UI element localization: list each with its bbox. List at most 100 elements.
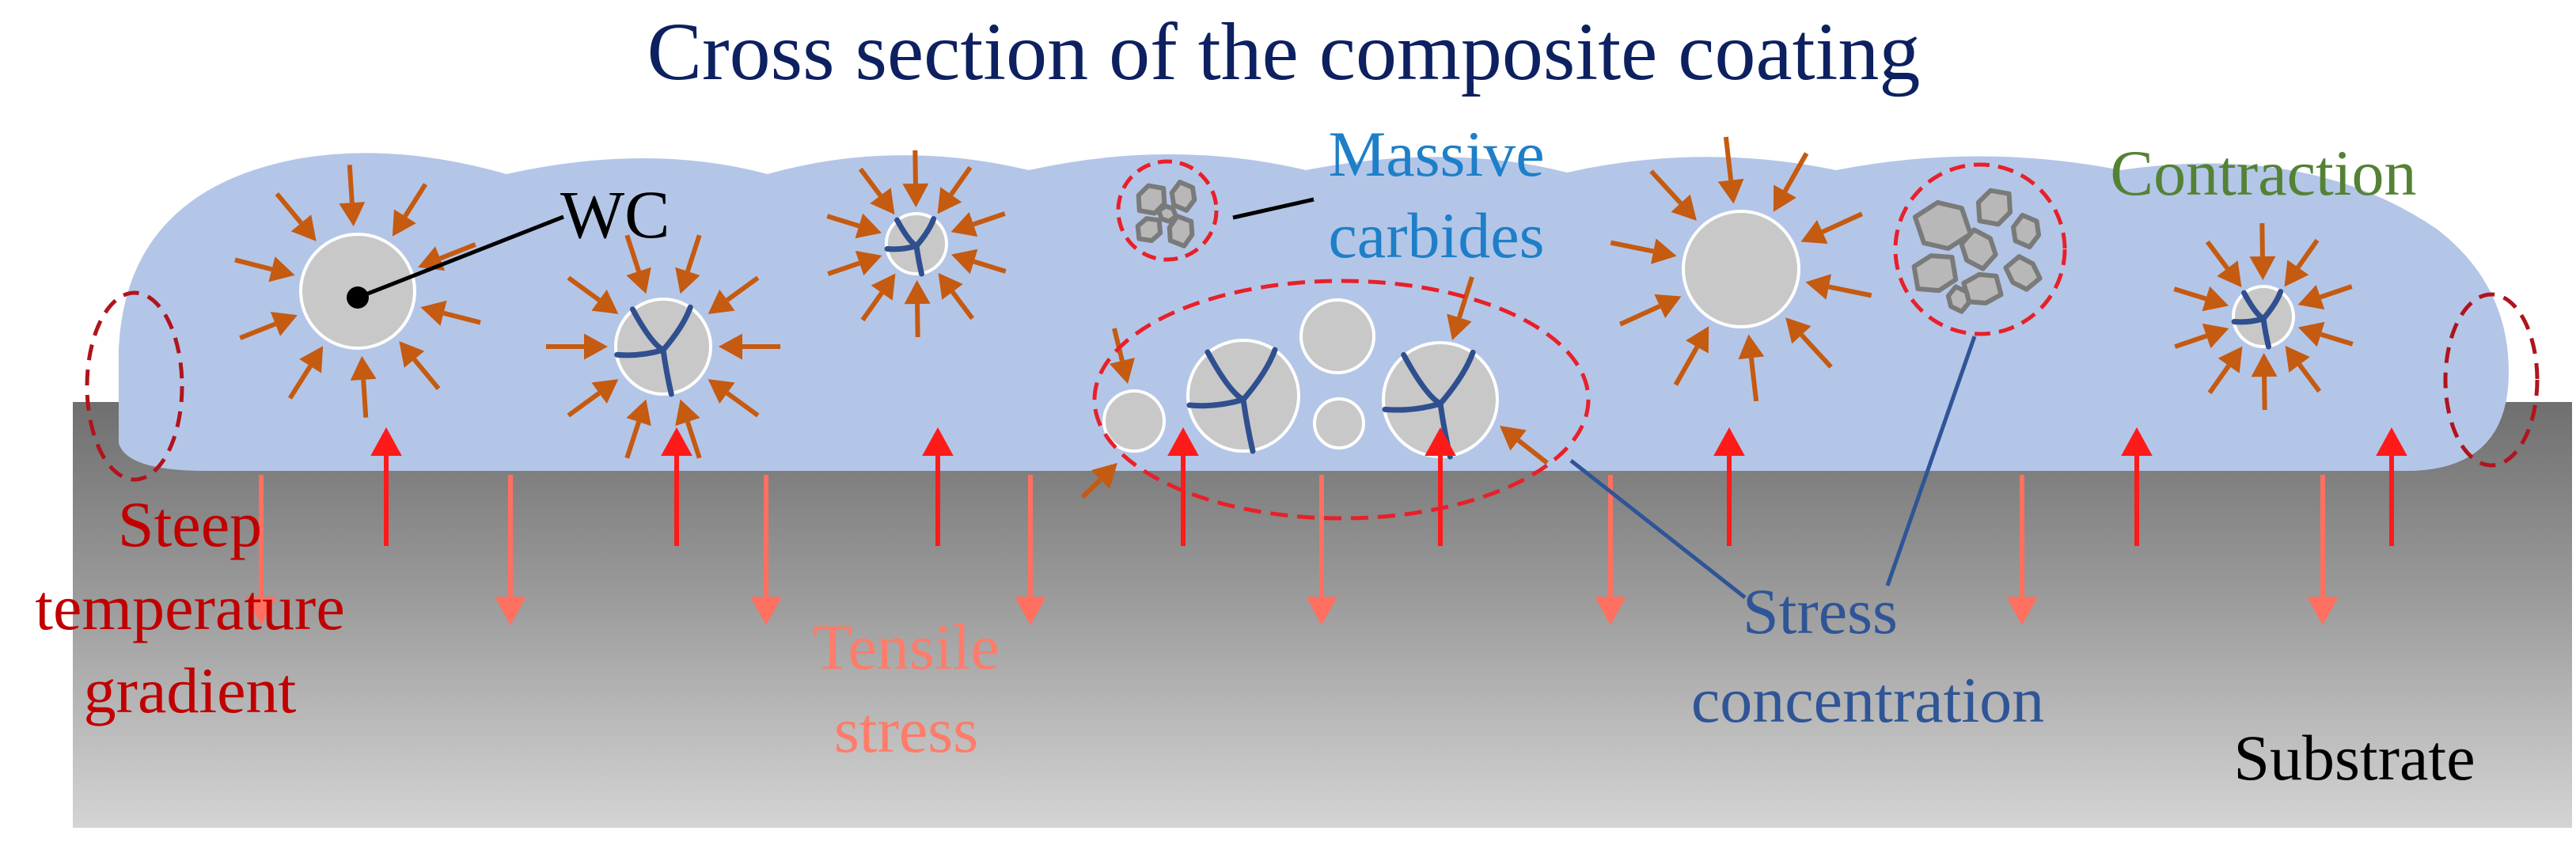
compressive-arrow <box>275 192 317 241</box>
compressive-arrow <box>546 333 608 360</box>
compressive-arrow <box>2249 222 2276 281</box>
compressive-arrow-shaft <box>1821 211 1864 234</box>
compressive-arrow <box>239 312 298 340</box>
massive-carbide-grain <box>1975 188 2013 227</box>
compressive-arrow <box>1610 238 1677 264</box>
tensile-stress-arrow <box>1306 475 1337 625</box>
massive-carbide-grain <box>1169 180 1197 213</box>
compressive-arrow-head <box>420 300 447 326</box>
tensile-stress-arrow <box>245 475 277 625</box>
stress-concentration-dashed-ellipse <box>1092 279 1591 521</box>
upward-arrow-head <box>2376 427 2407 456</box>
upward-arrow <box>1425 427 1456 546</box>
compressive-arrow-shaft <box>1828 284 1872 298</box>
compressive-arrow <box>902 150 929 208</box>
massive-carbides-label-line2: carbides <box>1328 199 1544 271</box>
compressive-arrow-head <box>2297 321 2325 347</box>
compressive-arrow-shaft <box>624 234 641 272</box>
compressive-arrow-shaft <box>1782 152 1809 193</box>
compressive-arrow-head <box>2285 345 2310 373</box>
compressive-arrow <box>624 399 651 459</box>
compressive-arrow-shaft <box>2207 364 2231 395</box>
compressive-arrow-head <box>902 183 929 208</box>
edge-dashed-ellipse-right <box>2443 292 2540 468</box>
compressive-arrow-shaft <box>361 379 369 418</box>
compressive-arrow <box>708 275 760 314</box>
compressive-arrow <box>2251 352 2278 411</box>
upward-arrow <box>1167 427 1199 546</box>
compressive-arrow-shaft <box>915 303 920 338</box>
upward-arrow <box>661 427 692 546</box>
compressive-arrow <box>1500 426 1549 465</box>
compressive-arrow-head <box>2284 260 2309 287</box>
wc-leader-line <box>357 214 564 300</box>
tensile-stress-arrow <box>2006 475 2038 625</box>
tensile-stress-arrow-head <box>1306 597 1337 625</box>
diagram-title: Cross section of the composite coating <box>647 6 1921 97</box>
massive-carbide-grain <box>2011 212 2042 250</box>
stress-leader-line-2 <box>1885 336 1977 586</box>
compressive-arrow-shaft <box>827 260 861 276</box>
compressive-arrow-head <box>2249 256 2276 281</box>
compressive-arrow-shaft <box>239 321 277 340</box>
compressive-arrow-shaft <box>972 211 1006 227</box>
tensile-stress-arrow-head <box>1015 597 1046 625</box>
compressive-arrow-head <box>708 289 735 314</box>
compressive-arrow-shaft <box>2319 284 2353 300</box>
compressive-arrow-head <box>290 214 317 241</box>
tensile-stress-arrow-head <box>750 597 782 625</box>
compressive-arrow <box>567 275 619 314</box>
compressive-arrow-head <box>2217 346 2243 374</box>
massive-carbide-grain <box>1959 227 1998 271</box>
upward-arrow <box>1713 427 1745 546</box>
compressive-arrow <box>1717 136 1744 204</box>
compressive-arrow-shaft <box>2173 286 2207 302</box>
wc-label: WC <box>560 176 670 252</box>
compressive-arrow-head <box>2202 286 2229 312</box>
wc-particle <box>1313 397 1365 449</box>
compressive-arrow-head <box>1773 184 1796 212</box>
tensile-stress-arrow <box>495 475 526 625</box>
compressive-arrow-head <box>855 250 882 276</box>
compressive-arrow-head <box>1686 326 1709 354</box>
compressive-arrow <box>937 165 973 214</box>
upward-arrow <box>922 427 954 546</box>
compressive-arrow-head <box>268 256 295 283</box>
compressive-arrow-head <box>950 211 978 237</box>
compressive-arrow-shaft <box>2296 238 2320 269</box>
compressive-arrow-shaft <box>2297 363 2322 393</box>
compressive-arrow-shaft <box>403 183 428 218</box>
tensile-stress-arrow-head <box>2307 597 2339 625</box>
steep-temperature-gradient-label-line1: Steep <box>118 488 262 560</box>
compressive-arrow-head <box>1738 334 1765 360</box>
compressive-arrow-head <box>871 273 896 301</box>
compressive-arrow-head <box>2202 323 2229 349</box>
compressive-arrow-head <box>1785 317 1812 344</box>
compressive-arrow-shaft <box>1457 276 1474 319</box>
compressive-arrow <box>287 346 324 400</box>
compressive-arrow-shaft <box>685 234 702 272</box>
massive-carbide-grain <box>1156 203 1178 224</box>
compressive-arrow <box>2297 284 2353 310</box>
compressive-arrow <box>708 379 760 418</box>
upward-arrow-head <box>1425 427 1456 456</box>
upward-arrow-head <box>1167 427 1199 456</box>
compressive-arrow <box>938 272 975 321</box>
compressive-arrow <box>624 234 651 294</box>
tensile-stress-arrow-head <box>1595 597 1626 625</box>
compressive-arrow-head <box>904 279 931 305</box>
compressive-arrow-shaft <box>1618 304 1661 327</box>
compressive-arrow-head <box>299 346 324 374</box>
compressive-arrow-head <box>591 379 619 404</box>
upward-arrow-head <box>2121 427 2153 456</box>
compressive-arrow-shaft <box>685 421 702 459</box>
compressive-arrow-head <box>938 272 963 300</box>
compressive-arrow <box>1673 326 1709 386</box>
compressive-arrow <box>1618 294 1682 327</box>
crack-line <box>1186 347 1278 454</box>
crack-line <box>614 304 693 397</box>
massive-carbide-grain <box>2003 254 2043 292</box>
compressive-arrow-head <box>950 248 978 275</box>
compressive-arrow-head <box>1091 463 1117 489</box>
